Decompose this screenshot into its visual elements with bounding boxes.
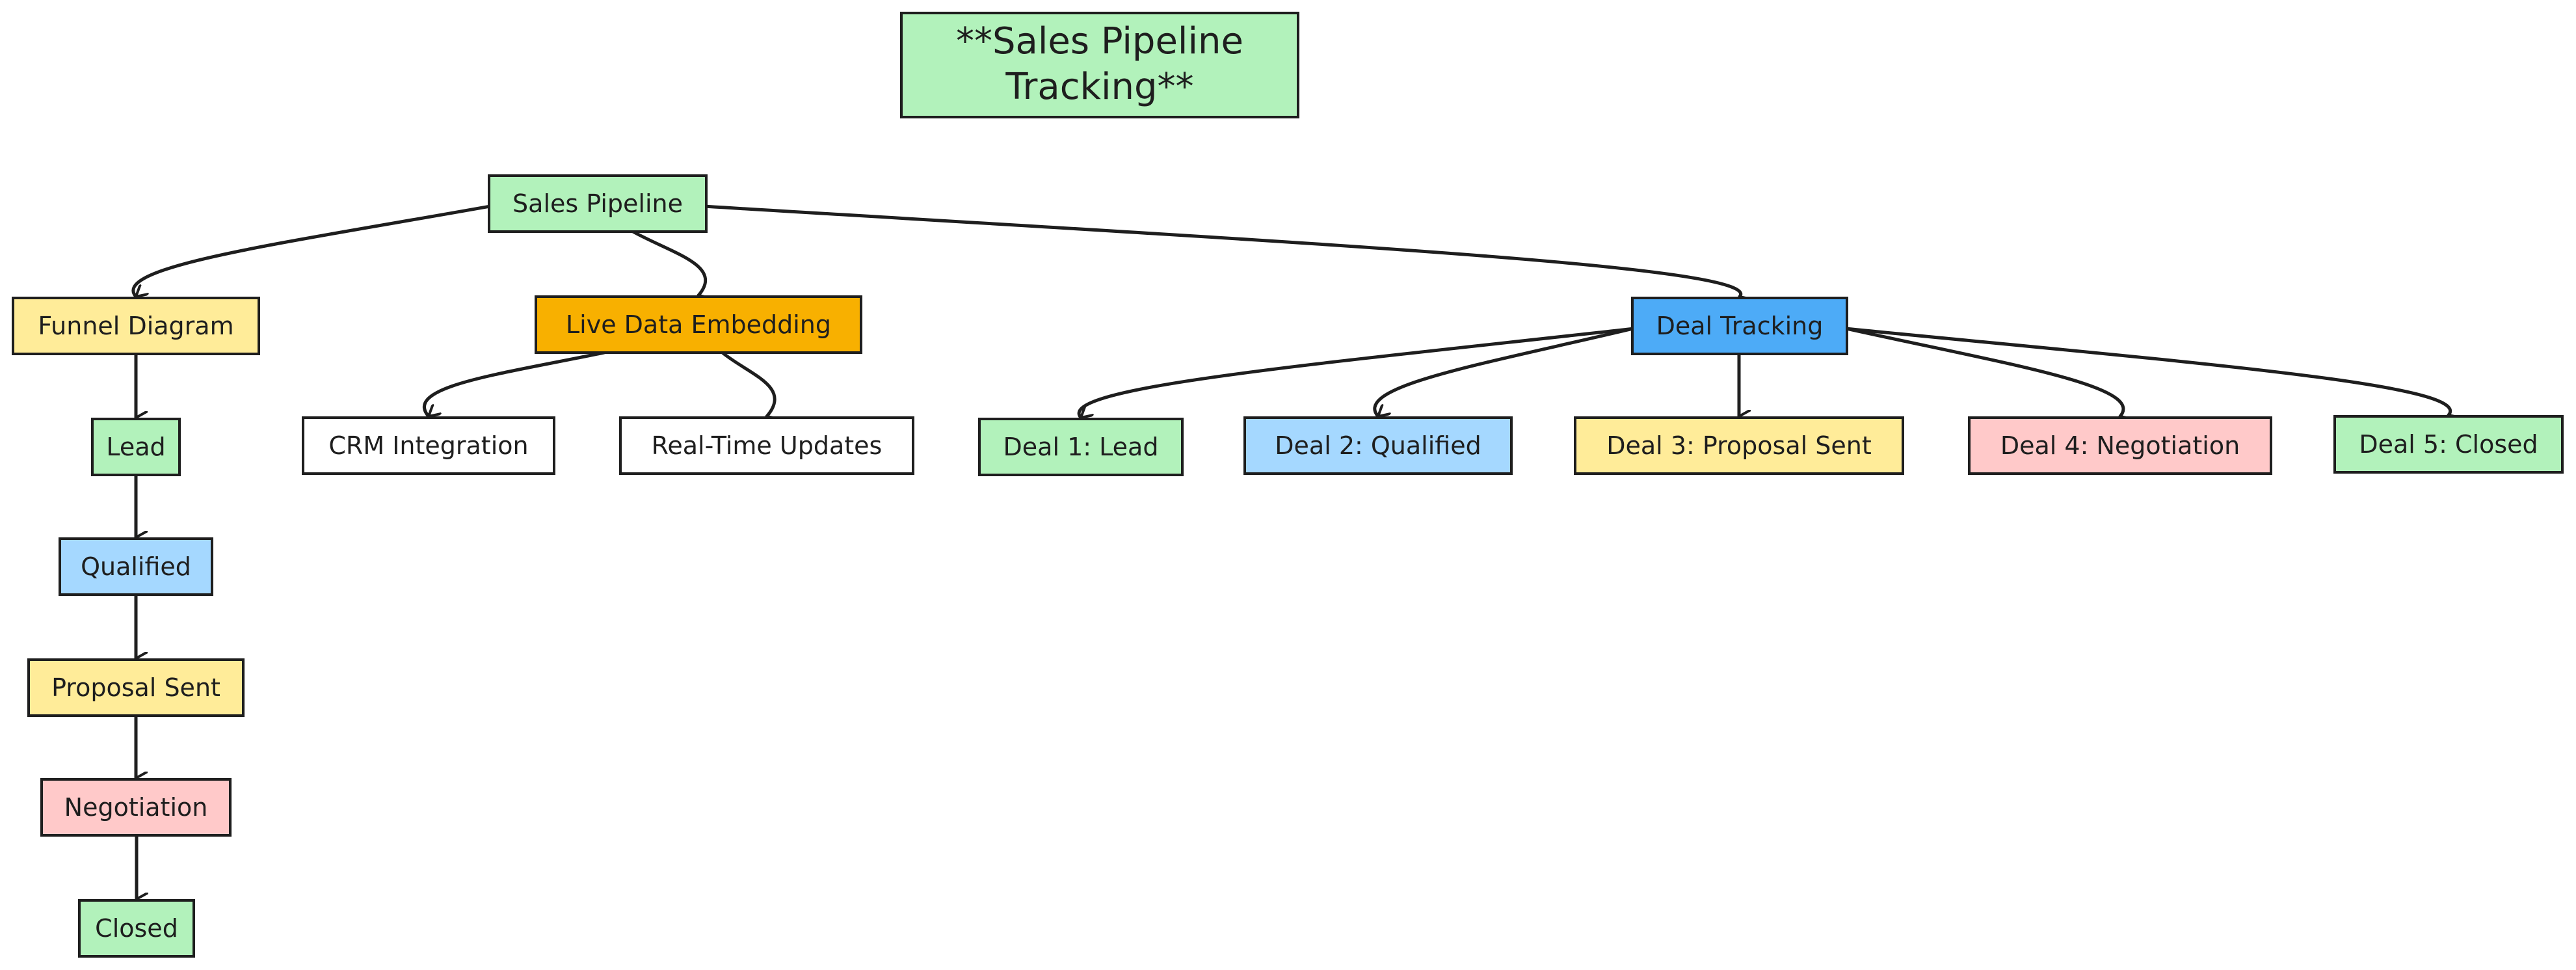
edge-deal-tracking-to-deal2 — [1373, 327, 1634, 416]
node-funnel: Funnel Diagram — [12, 297, 260, 355]
node-deal-tracking: Deal Tracking — [1631, 297, 1848, 355]
node-label-deal2: Deal 2: Qualified — [1275, 431, 1481, 460]
node-label-closed: Closed — [95, 914, 178, 943]
node-qualified: Qualified — [59, 537, 213, 596]
node-deal3: Deal 3: Proposal Sent — [1574, 416, 1904, 475]
node-label-deal-tracking: Deal Tracking — [1656, 312, 1824, 340]
node-box-deal5 — [2333, 415, 2564, 474]
node-box-negotiation — [40, 778, 232, 837]
node-label-proposal: Proposal Sent — [51, 673, 220, 702]
node-box-funnel — [12, 297, 260, 355]
node-box-closed — [78, 899, 195, 958]
title-line-1: **Sales Pipeline — [956, 20, 1243, 62]
node-deal2: Deal 2: Qualified — [1243, 416, 1513, 475]
node-live: Live Data Embedding — [535, 295, 862, 354]
edge-live-to-crm — [422, 351, 606, 416]
node-deal5: Deal 5: Closed — [2333, 415, 2564, 474]
node-realtime: Real-Time Updates — [619, 416, 914, 475]
edge-live-to-realtime — [721, 351, 775, 416]
node-label-negotiation: Negotiation — [64, 793, 208, 822]
edge-root-to-funnel — [131, 204, 491, 297]
node-box-lead — [91, 418, 181, 476]
node-box-deal-tracking — [1631, 297, 1848, 355]
edge-deal-tracking-to-deal1 — [1077, 327, 1634, 418]
node-label-lead: Lead — [106, 433, 165, 461]
edge-deal-tracking-to-deal5 — [1845, 327, 2450, 415]
node-box-crm — [302, 416, 555, 475]
node-box-proposal — [27, 658, 245, 717]
node-label-realtime: Real-Time Updates — [652, 431, 883, 460]
title-box — [900, 12, 1299, 118]
node-lead: Lead — [91, 418, 181, 476]
node-box-live — [535, 295, 862, 354]
node-label-live: Live Data Embedding — [566, 310, 831, 339]
node-proposal: Proposal Sent — [27, 658, 245, 717]
node-label-deal5: Deal 5: Closed — [2359, 430, 2538, 459]
node-box-deal4 — [1968, 416, 2272, 475]
node-label-qualified: Qualified — [81, 552, 191, 581]
node-deal4: Deal 4: Negotiation — [1968, 416, 2272, 475]
edges-layer — [131, 204, 2450, 899]
node-label-deal4: Deal 4: Negotiation — [2000, 431, 2240, 460]
node-label-funnel: Funnel Diagram — [38, 312, 233, 340]
node-crm: CRM Integration — [302, 416, 555, 475]
node-label-deal1: Deal 1: Lead — [1003, 433, 1159, 461]
edge-root-to-deal-tracking — [704, 204, 1741, 297]
node-box-realtime — [619, 416, 914, 475]
node-box-deal1 — [978, 418, 1184, 476]
node-root: Sales Pipeline — [488, 174, 708, 233]
node-box-deal2 — [1243, 416, 1513, 475]
node-closed: Closed — [78, 899, 195, 958]
edge-root-to-live — [631, 230, 705, 295]
node-box-root — [488, 174, 708, 233]
node-box-deal3 — [1574, 416, 1904, 475]
node-label-deal3: Deal 3: Proposal Sent — [1606, 431, 1871, 460]
node-negotiation: Negotiation — [40, 778, 232, 837]
node-box-qualified — [59, 537, 213, 596]
edge-deal-tracking-to-deal4 — [1845, 327, 2123, 416]
node-deal1: Deal 1: Lead — [978, 418, 1184, 476]
node-label-crm: CRM Integration — [328, 431, 528, 460]
node-label-root: Sales Pipeline — [512, 189, 683, 218]
title-line-2: Tracking** — [1005, 66, 1193, 108]
diagram-title: **Sales Pipeline Tracking** — [900, 12, 1299, 118]
